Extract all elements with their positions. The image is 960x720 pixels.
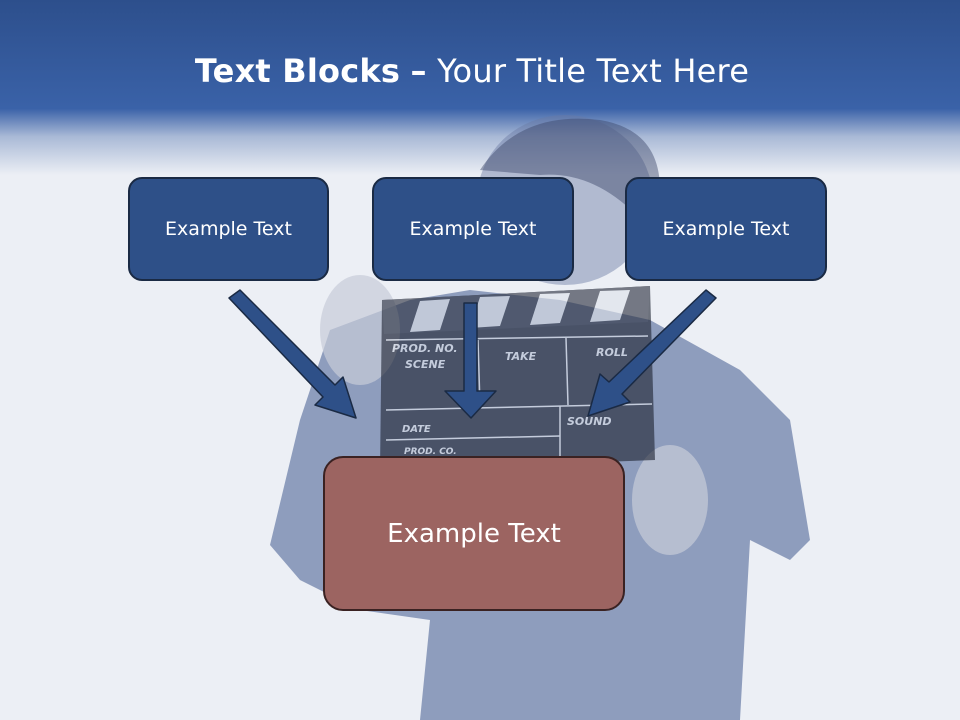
title-rest: Your Title Text Here	[437, 52, 750, 90]
text-block-1[interactable]: Example Text	[128, 177, 329, 281]
clapper-label-sound: SOUND	[567, 415, 612, 428]
text-block-2[interactable]: Example Text	[372, 177, 574, 281]
main-text-block[interactable]: Example Text	[323, 456, 625, 611]
arrow-left	[228, 289, 357, 419]
arrow-right	[587, 289, 717, 417]
slide-header	[0, 0, 960, 175]
text-block-3-label: Example Text	[662, 218, 790, 240]
text-block-2-label: Example Text	[409, 218, 537, 240]
title-dash: –	[410, 52, 427, 90]
main-text-block-label: Example Text	[387, 518, 561, 549]
clapper-label-prod-no: PROD. NO.	[392, 342, 458, 355]
title-bold: Text Blocks	[194, 52, 401, 90]
hair-shape	[480, 118, 660, 230]
clapper-label-date: DATE	[402, 424, 431, 435]
text-block-1-label: Example Text	[165, 218, 292, 240]
clapper-label-scene: SCENE	[405, 358, 446, 371]
arrow-center	[444, 302, 497, 419]
right-hand	[632, 445, 708, 555]
slide-title: Text Blocks – Your Title Text Here	[0, 52, 944, 90]
left-hand	[320, 275, 400, 385]
clapperboard: PROD. NO. SCENE TAKE ROLL DATE SOUND PRO…	[380, 286, 655, 470]
text-block-3[interactable]: Example Text	[625, 177, 827, 281]
clapper-label-roll: ROLL	[596, 346, 628, 359]
clapper-label-take: TAKE	[505, 350, 537, 363]
clapper-label-prod-co: PROD. CO.	[404, 447, 457, 457]
